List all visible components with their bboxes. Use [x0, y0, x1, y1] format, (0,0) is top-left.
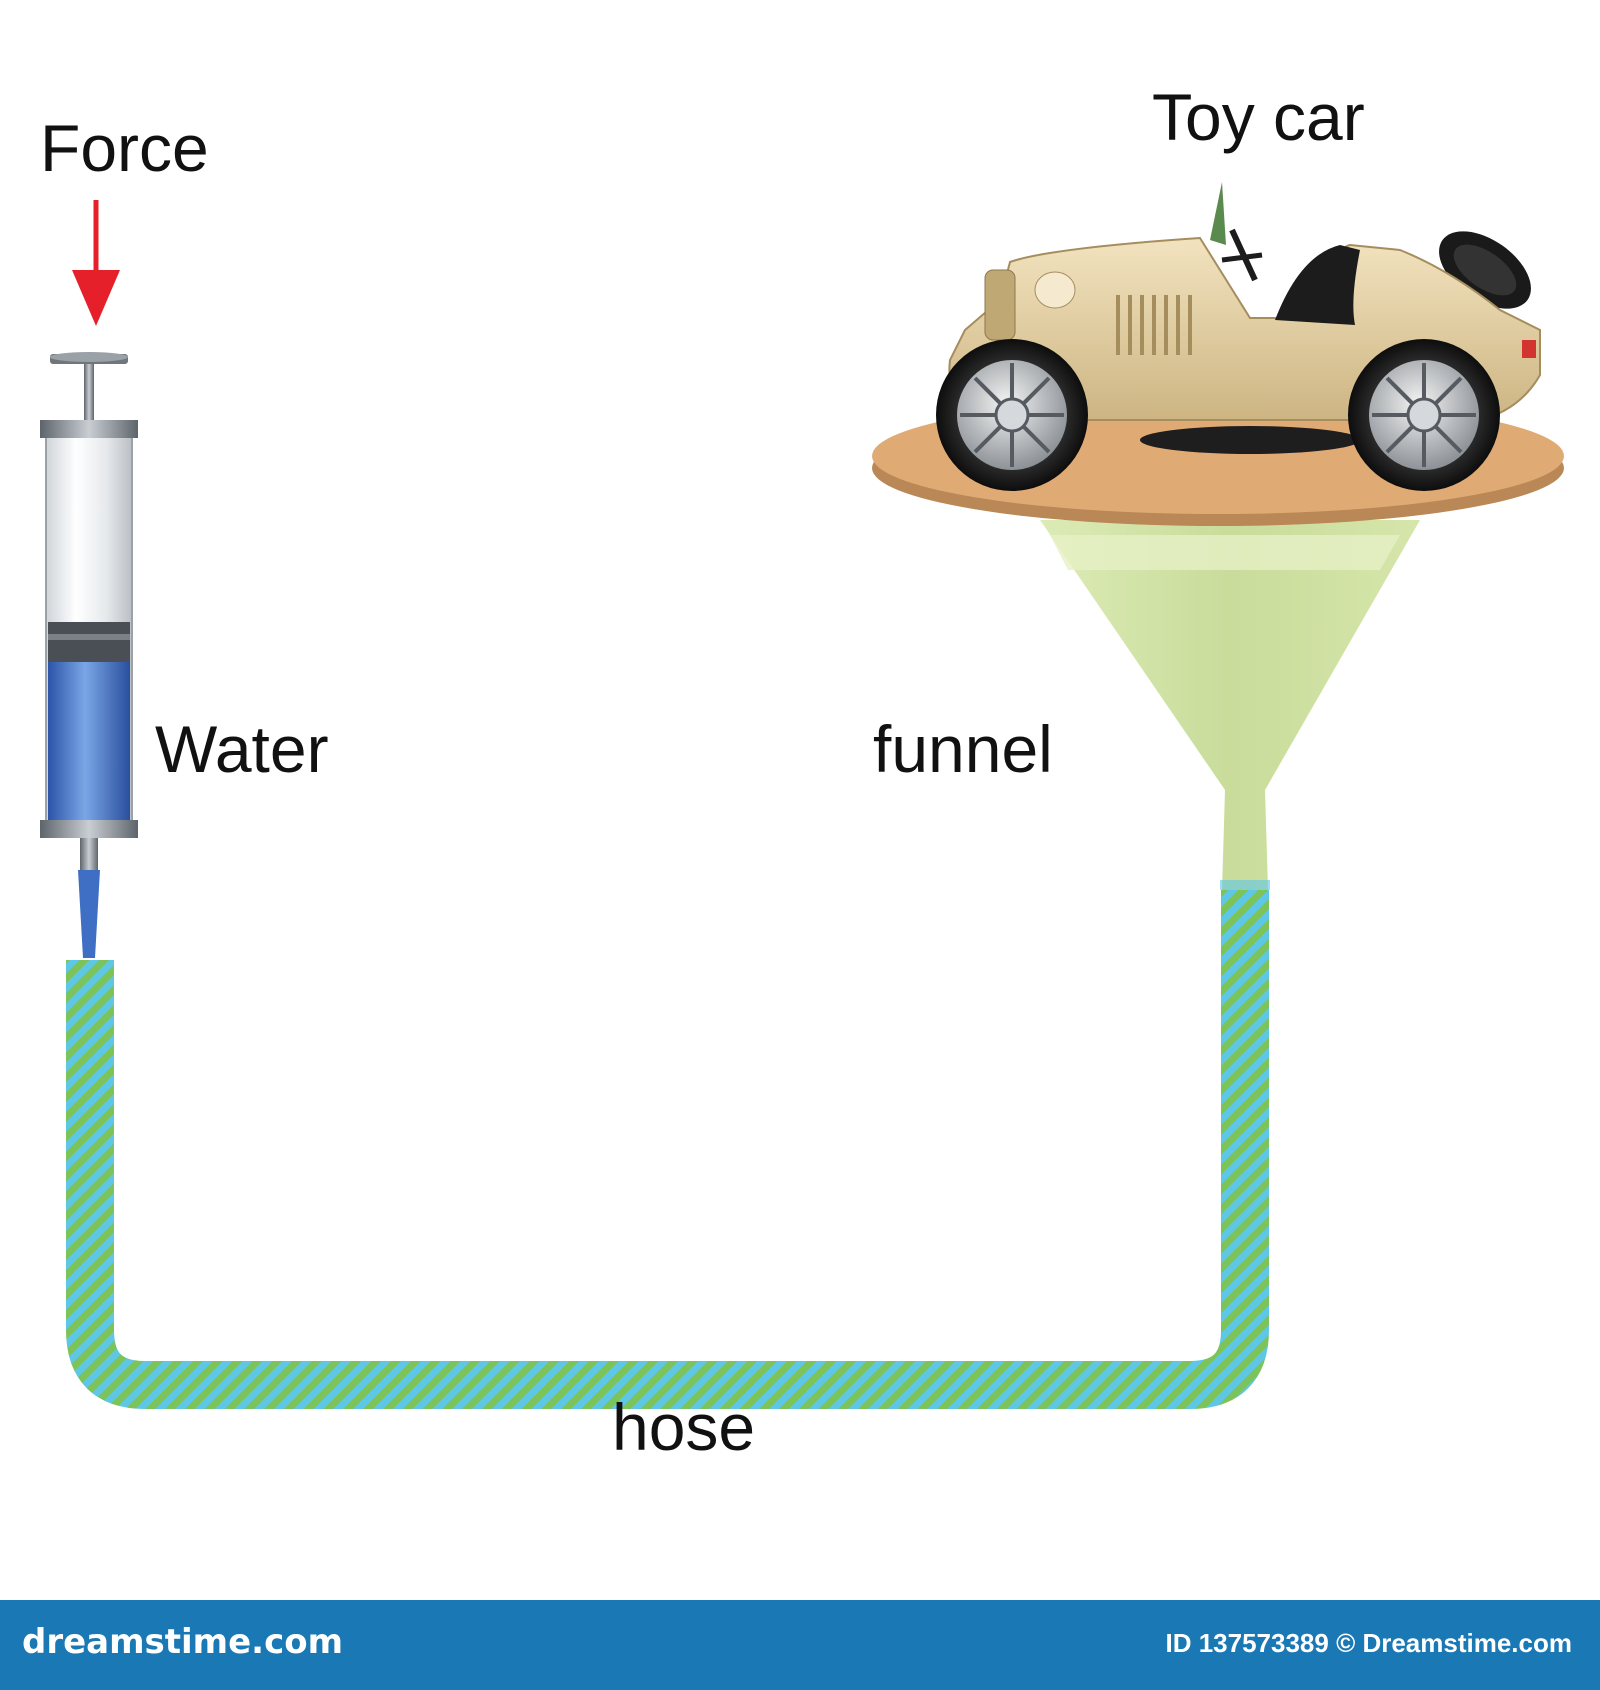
toy-car — [936, 182, 1541, 491]
footer-image-id: ID 137573389 © Dreamstime.com — [1165, 1628, 1572, 1658]
toy-car-label: Toy car — [1152, 80, 1365, 154]
funnel-label: funnel — [873, 712, 1053, 786]
funnel — [1040, 520, 1420, 890]
diagram-canvas: Force Water funnel Toy car hose — [40, 80, 1564, 1464]
hydraulic-diagram — [40, 182, 1564, 1409]
force-label: Force — [40, 111, 209, 185]
hose-label: hose — [612, 1390, 756, 1464]
water-fill — [48, 662, 130, 822]
syringe — [40, 352, 138, 958]
footer-brand: dreamstime.com — [22, 1622, 344, 1662]
watermark-footer: dreamstime.com ID 137573389 © Dreamstime… — [0, 1600, 1600, 1690]
hose — [66, 890, 1269, 1409]
water-label: Water — [155, 712, 329, 786]
force-arrow-icon — [72, 200, 120, 326]
